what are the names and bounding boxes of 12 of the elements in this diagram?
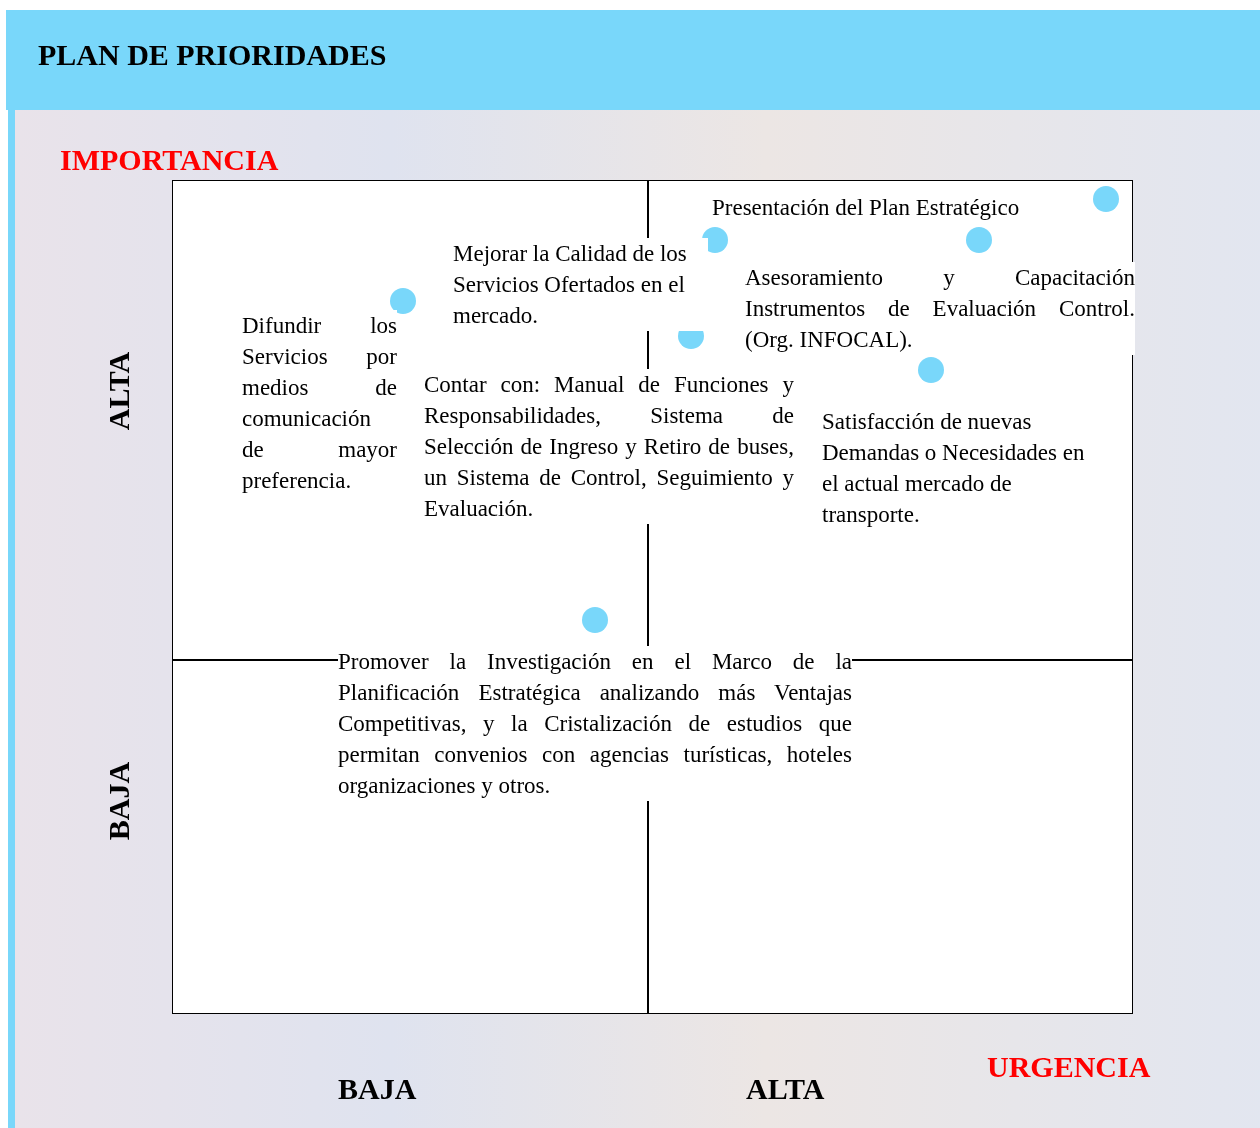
axis-title: IMPORTANCIA <box>60 143 279 177</box>
priority-text: Mejorar la Calidad de los Servicios Ofertados en el mercado. <box>453 238 708 331</box>
axis-label: ALTA <box>746 1072 825 1106</box>
axis-label: ALTA <box>102 351 137 431</box>
priority-text: Contar con: Manual de Funciones y Responsabilidades, Sistema de Selección de Ingreso y Retiro de buses, un Sistema de Control, Seguimiento y Evaluación. <box>424 369 794 524</box>
axis-title: URGENCIA <box>987 1050 1151 1084</box>
axis-label: BAJA <box>102 761 137 841</box>
priority-text: Asesoramiento y Capacitación Instrumentos de Evaluación Control. (Org. INFOCAL). <box>745 262 1135 355</box>
axis-label: BAJA <box>338 1072 417 1106</box>
priority-text: Promover la Investigación en el Marco de la Planificación Estratégica analizando más Ventajas Competitivas, y la Cristalización de estudios que permitan convenios con agencias turísticas, hoteles organizaciones y otros. <box>338 646 852 801</box>
priority-text: Difundir los Servicios por medios de comunicación de mayor preferencia. <box>242 310 397 496</box>
title: PLAN DE PRIORIDADES <box>38 38 387 72</box>
